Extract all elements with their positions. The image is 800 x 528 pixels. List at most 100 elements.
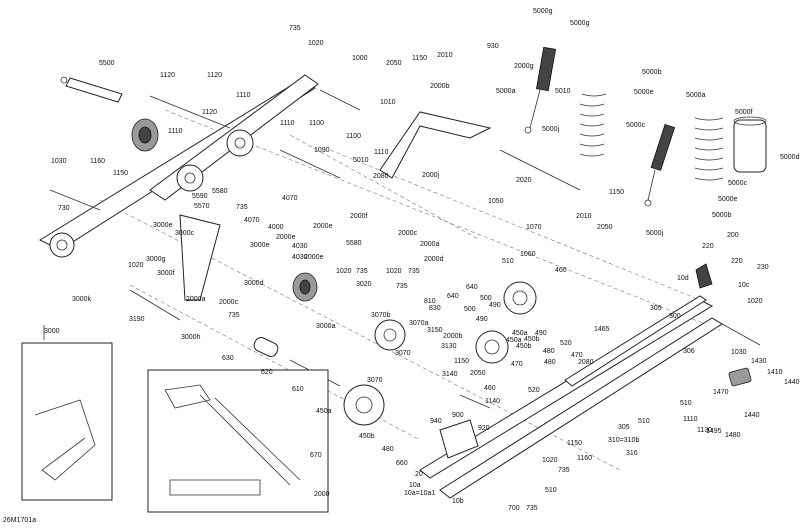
part-callout: 900 <box>452 412 464 419</box>
part-callout: 316 <box>626 450 638 457</box>
part-callout: 1150 <box>609 189 625 196</box>
part-callout: 220 <box>731 258 743 265</box>
part-callout: 1465 <box>594 326 610 333</box>
part-callout: 5000f <box>735 109 753 116</box>
part-callout: 1110 <box>374 149 389 156</box>
part-callout: 3000f <box>157 270 175 277</box>
part-callout: 735 <box>356 268 368 275</box>
torsion-spring <box>131 118 159 152</box>
part-callout: 3000d <box>244 280 264 287</box>
part-callout: 1120 <box>202 109 218 116</box>
part-callout: 510 <box>638 418 650 425</box>
idler-wheel-b <box>226 129 254 157</box>
part-callout: 500 <box>464 306 476 313</box>
part-callout: 1050 <box>488 198 504 205</box>
part-callout: 5010 <box>353 157 369 164</box>
part-callout: 1070 <box>526 224 542 231</box>
part-callout: 1140 <box>485 398 501 405</box>
part-callout: 2050 <box>470 370 486 377</box>
part-callout: 700 <box>508 505 520 512</box>
part-callout: 5000j <box>542 126 560 133</box>
part-callout: 940 <box>430 418 442 425</box>
rail-insert <box>564 295 707 387</box>
part-callout: 10b <box>452 498 464 505</box>
coil-spring-lower <box>694 117 724 181</box>
part-callout: 4070 <box>282 195 298 202</box>
part-callout: 2000c <box>398 230 418 237</box>
part-callout: 1020 <box>128 262 144 269</box>
part-callout: 1020 <box>336 268 352 275</box>
part-callout: 1110 <box>683 416 698 423</box>
part-callout: 10a <box>409 482 421 489</box>
part-callout: 3000e <box>250 242 270 249</box>
part-callout: 640 <box>447 293 459 300</box>
part-callout: 1110 <box>236 92 251 99</box>
part-callout: 490 <box>489 302 501 309</box>
part-callout: 480 <box>543 348 555 355</box>
part-callout: 1150 <box>412 55 428 62</box>
part-callout: 450a <box>512 330 528 337</box>
center-wheel <box>374 319 406 351</box>
part-callout: 1150 <box>113 170 129 177</box>
part-callout: 5580 <box>212 188 228 195</box>
part-callout: 470 <box>511 361 523 368</box>
part-callout: 230 <box>757 264 769 271</box>
bumper-200 <box>695 263 713 289</box>
spacer-630 <box>253 337 279 357</box>
part-callout: 1150 <box>454 358 470 365</box>
part-callout: 5000c <box>728 180 748 187</box>
part-callout: 2000e <box>304 254 324 261</box>
part-callout: 735 <box>236 204 248 211</box>
part-callout: 20 <box>415 471 423 478</box>
part-callout: 1010 <box>380 99 396 106</box>
part-callout: 1130 <box>697 427 713 434</box>
slider-pad-1410 <box>728 367 752 387</box>
rear-wheel-1 <box>503 281 537 315</box>
part-callout: 5580 <box>346 240 362 247</box>
part-callout: 2080 <box>578 359 594 366</box>
part-callout: 490 <box>535 330 547 337</box>
part-callout: 3140 <box>442 371 458 378</box>
part-callout: 450b <box>516 343 532 350</box>
part-callout: 4030 <box>292 243 308 250</box>
part-callout: 500 <box>480 295 492 302</box>
part-callout: 735 <box>289 25 301 32</box>
part-callout: 5000e <box>718 196 738 203</box>
part-callout: 2010 <box>437 52 453 59</box>
part-callout: 510 <box>545 487 557 494</box>
part-callout: 5570 <box>194 203 210 210</box>
part-callout: 5590 <box>192 193 208 200</box>
part-callout: 450b <box>359 433 375 440</box>
part-callout: 1020 <box>308 40 324 47</box>
part-callout: 5000b <box>642 69 662 76</box>
coil-spring-upper <box>579 93 607 157</box>
part-callout: 2020 <box>516 177 532 184</box>
part-callout: 5000b <box>712 212 732 219</box>
part-callout: 1410 <box>767 369 783 376</box>
part-callout: 1110 <box>280 120 295 127</box>
part-callout: 460 <box>484 385 496 392</box>
part-callout: 1030 <box>731 349 747 356</box>
part-callout: 2050 <box>386 60 402 67</box>
idler-wheel-front <box>49 232 75 258</box>
part-callout: 4000 <box>268 224 284 231</box>
part-callout: 660 <box>396 460 408 467</box>
part-callout: 305 <box>618 424 630 431</box>
part-callout: 2000e <box>276 234 296 241</box>
part-callout: 2000b <box>443 333 463 340</box>
part-callout: 2010 <box>576 213 592 220</box>
part-callout: 1000 <box>352 55 368 62</box>
part-callout: 2000e <box>313 223 333 230</box>
part-callout: 5000a <box>686 92 706 99</box>
part-callout: 3000h <box>181 334 201 341</box>
part-callout: 1020 <box>542 457 558 464</box>
part-callout: 1480 <box>725 432 741 439</box>
part-callout: 1020 <box>747 298 763 305</box>
part-callout: 2000d <box>424 256 444 263</box>
part-callout: 735 <box>558 467 570 474</box>
part-callout: 640 <box>466 284 478 291</box>
inset-3000 <box>21 342 113 501</box>
part-callout: 450a <box>506 337 522 344</box>
part-callout: 520 <box>528 387 540 394</box>
